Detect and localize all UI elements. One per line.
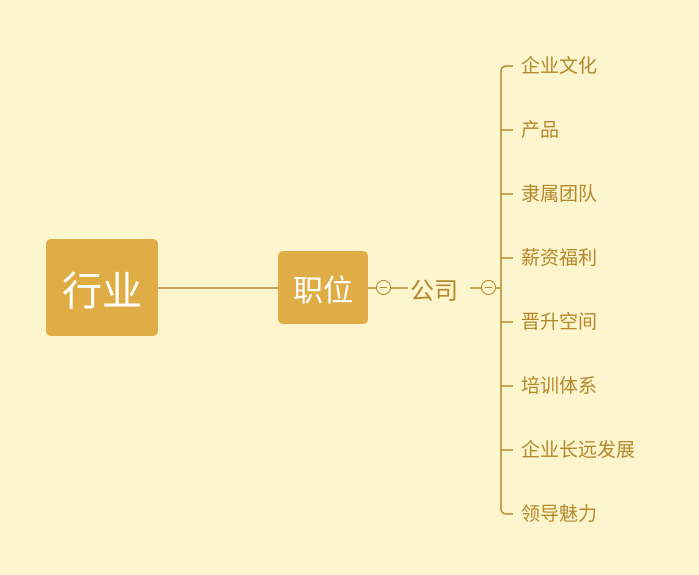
leaf-node[interactable]: 培训体系	[521, 375, 598, 397]
leaf-node[interactable]: 领导魅力	[521, 503, 598, 525]
leaves-brace	[500, 65, 513, 515]
minus-icon	[380, 287, 387, 288]
leaf-node[interactable]: 隶属团队	[521, 183, 598, 205]
minus-icon	[485, 287, 492, 288]
collapse-toggle-main[interactable]	[376, 280, 391, 295]
leaf-node[interactable]: 产品	[521, 119, 560, 141]
leaf-node[interactable]: 薪资福利	[521, 247, 598, 269]
leaf-node[interactable]: 企业长远发展	[521, 439, 636, 461]
root-node-industry[interactable]: 行业	[46, 239, 158, 336]
leaf-node[interactable]: 企业文化	[521, 55, 598, 77]
main-node-position[interactable]: 职位	[278, 251, 368, 324]
sub-node-company[interactable]: 公司	[410, 277, 458, 305]
leaf-connector	[500, 65, 513, 73]
collapse-toggle-company[interactable]	[481, 280, 496, 295]
leaf-connector	[500, 507, 513, 515]
leaf-node[interactable]: 晋升空间	[521, 311, 598, 333]
